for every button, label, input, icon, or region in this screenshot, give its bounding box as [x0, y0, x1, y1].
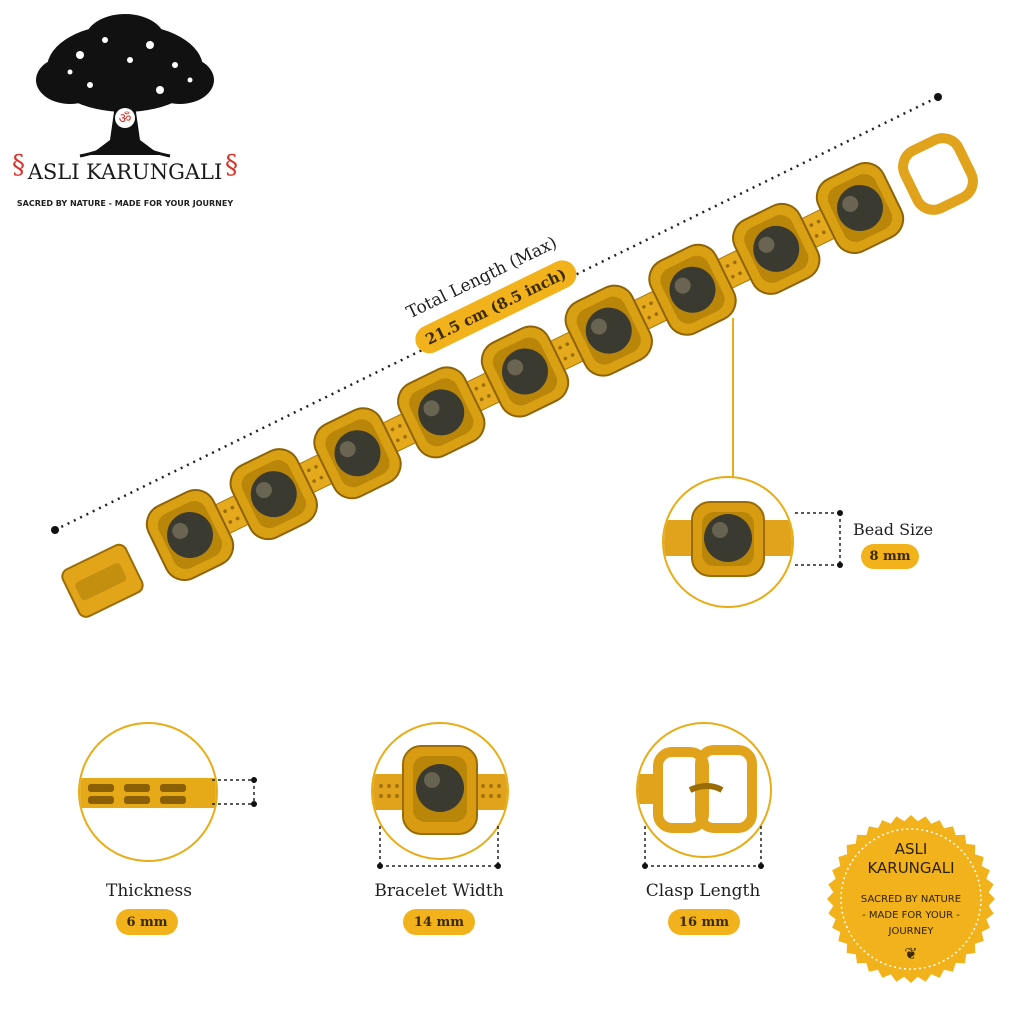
bracelet-width-label: Bracelet Width — [374, 881, 504, 901]
seal-line2: KARUNGALI — [867, 859, 955, 877]
bracelet-link — [648, 243, 761, 336]
bracelet-link — [229, 448, 342, 541]
bracelet-clasp — [61, 543, 144, 618]
ornament-right-icon: § — [225, 150, 238, 180]
seal-line5: JOURNEY — [888, 926, 934, 937]
bead-size-label: Bead Size — [853, 520, 934, 539]
clasp-length-value: 16 mm — [668, 909, 740, 935]
seal-line1: ASLI — [894, 840, 928, 858]
seal-line3: SACRED BY NATURE — [860, 894, 962, 905]
length-end-left — [51, 526, 59, 534]
seal-lotus-icon: ❦ — [904, 944, 918, 963]
bracelet-width-value: 14 mm — [403, 909, 475, 935]
brand-tagline: SACRED BY NATURE - MADE FOR YOUR JOURNEY — [16, 199, 234, 208]
tree-om-icon: ॐ — [36, 14, 214, 158]
bead-zoom-circle — [662, 476, 794, 608]
width-zoom-circle — [371, 722, 509, 860]
thickness-label: Thickness — [105, 881, 192, 901]
brand-seal: ASLI KARUNGALI SACRED BY NATURE - MADE F… — [826, 814, 996, 984]
ornament-left-icon: § — [12, 150, 25, 180]
bracelet-link — [815, 162, 905, 254]
clasp-length-label: Clasp Length — [645, 881, 761, 901]
brand-name: ASLI KARUNGALI — [27, 160, 223, 184]
svg-text:ॐ: ॐ — [119, 111, 132, 127]
seal-background-icon — [827, 815, 995, 983]
clasp-zoom-circle — [636, 722, 772, 858]
thickness-zoom-circle — [78, 722, 218, 862]
thickness-value: 6 mm — [116, 909, 178, 935]
length-end-right — [934, 93, 942, 101]
bracelet-end-ring — [898, 133, 978, 215]
bracelet-image — [61, 133, 978, 618]
seal-line4: - MADE FOR YOUR - — [862, 910, 960, 921]
brand-logo: ॐ ASLI KARUNGALI § § SACRED BY NATURE - … — [10, 10, 240, 215]
bracelet-link — [397, 366, 509, 459]
bracelet-link — [145, 489, 258, 581]
bracelet-link — [732, 202, 844, 295]
bead-size-value: 8 mm — [861, 544, 919, 569]
